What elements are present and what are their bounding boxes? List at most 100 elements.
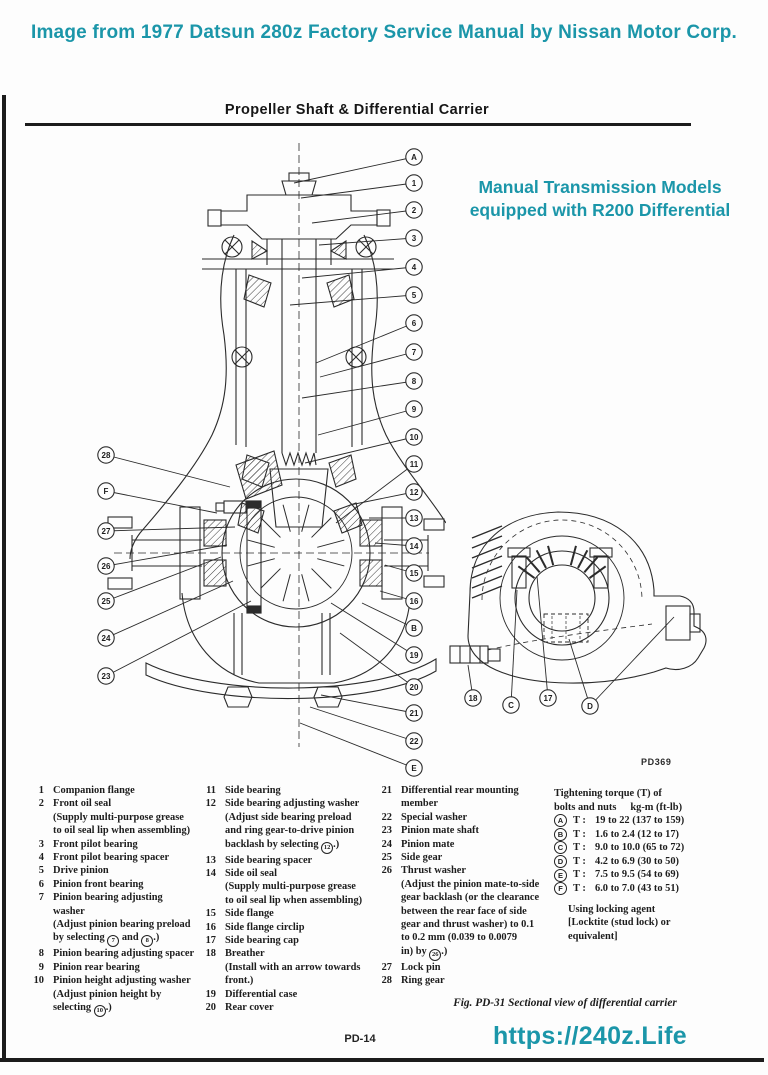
part-name-line: Ring gear xyxy=(401,975,445,987)
part-name-line: Pinion rear bearing xyxy=(53,961,140,973)
callout-label: 26 xyxy=(102,562,111,571)
torque-value: 1.6 to 2.4 (12 to 17) xyxy=(595,828,679,840)
part-name-line: Pinion bearing adjusting xyxy=(53,892,163,904)
page-border-bottom xyxy=(0,1058,764,1062)
callout-label: 7 xyxy=(412,348,417,357)
part-number: 6 xyxy=(38,878,44,890)
callout-circle xyxy=(405,732,423,750)
torque-value: 6.0 to 7.0 (43 to 51) xyxy=(595,883,679,895)
callout-circle xyxy=(97,592,115,610)
callout-circle xyxy=(97,667,115,685)
torque-heading-1: Tightening torque (T) of xyxy=(554,788,662,799)
part-number: 22 xyxy=(381,811,392,823)
callout-circle xyxy=(97,629,115,647)
callout-circle xyxy=(502,696,520,714)
part-number: 4 xyxy=(38,852,44,864)
part-name-line: selecting 10.) xyxy=(53,1001,191,1018)
bevel-gear-teeth xyxy=(517,545,607,579)
part-name-line: washer xyxy=(53,905,85,917)
detail-linework xyxy=(449,511,707,684)
callout-label: 6 xyxy=(412,319,417,328)
callout-label: 5 xyxy=(412,291,417,300)
callout-circle xyxy=(405,678,423,696)
callout-label: 18 xyxy=(469,694,478,703)
callout-circle xyxy=(405,619,423,637)
torque-heading-2: bolts and nuts kg-m (ft-lb) xyxy=(554,801,683,813)
part-name-line: Side bearing cap xyxy=(225,935,299,947)
part-number: 27 xyxy=(381,961,392,973)
part-name-line: Front oil seal xyxy=(53,798,112,810)
callout-label: D xyxy=(587,702,593,711)
callout-label: 13 xyxy=(410,514,419,523)
parts-list-item: 4 Front pilot bearing spacer xyxy=(26,851,202,864)
callout-label: 2 xyxy=(412,206,417,215)
figure-caption: Fig. PD-31 Sectional view of differentia… xyxy=(453,997,677,1009)
callout-label: 11 xyxy=(410,460,419,469)
part-number: 23 xyxy=(381,825,392,837)
callout-label: 3 xyxy=(412,234,417,243)
part-number: 12 xyxy=(205,798,216,810)
callout-label: 23 xyxy=(102,672,111,681)
part-name-line: (Supply multi-purpose grease xyxy=(53,811,184,823)
part-name-line: Companion flange xyxy=(53,785,135,796)
callout-circle xyxy=(539,689,557,707)
circled-letter: B xyxy=(554,827,567,841)
part-number: 13 xyxy=(205,854,216,866)
callout-label: 17 xyxy=(544,694,553,703)
part-number: 17 xyxy=(205,935,216,947)
callout-label: 16 xyxy=(410,597,419,606)
part-name-line: (Adjust the pinion mate-to-side xyxy=(401,878,540,890)
part-number: 19 xyxy=(205,988,216,1000)
part-number: 26 xyxy=(381,865,392,877)
callout-label: 15 xyxy=(410,569,419,578)
part-name-line: Pinion mate shaft xyxy=(401,825,479,837)
callout-label: A xyxy=(411,153,417,162)
torque-spec-box: Tightening torque (T) of bolts and nuts … xyxy=(554,787,762,943)
diagram-linework xyxy=(107,143,446,747)
site-watermark[interactable]: https://240z.Life xyxy=(492,1022,688,1050)
callout-circle xyxy=(97,522,115,540)
parts-list-item: 17 Side bearing cap xyxy=(198,934,376,947)
part-name-line: Differential rear mounting xyxy=(401,785,519,796)
part-name-line: Side flange circlip xyxy=(225,921,305,933)
callout-circle xyxy=(405,343,423,361)
part-name-line: Side bearing xyxy=(225,785,281,796)
callout-label: 12 xyxy=(410,488,419,497)
part-name-line: Pinion height adjusting washer xyxy=(53,975,191,987)
circled-number-ref: 26 xyxy=(429,948,442,961)
torque-symbol: T : xyxy=(573,883,586,895)
callout-label: C xyxy=(508,701,514,710)
torque-symbol: T : xyxy=(573,855,586,867)
circled-number-ref: 12 xyxy=(321,841,334,854)
part-name-line: Side flange xyxy=(225,908,274,920)
callout-circle xyxy=(405,400,423,418)
part-name-line: Thrust washer xyxy=(401,865,466,877)
callout-label: E xyxy=(411,764,417,773)
callout-label: 25 xyxy=(102,597,111,606)
part-name-line: Side bearing spacer xyxy=(225,854,313,866)
torque-value: 9.0 to 10.0 (65 to 72) xyxy=(595,842,685,854)
ring-gear-helix xyxy=(471,525,503,599)
part-name-line: Front pilot bearing spacer xyxy=(53,852,170,864)
part-name-line: Drive pinion xyxy=(53,865,109,877)
callout-circle xyxy=(97,482,115,500)
callout-label: 20 xyxy=(410,683,419,692)
part-name-line: Rear cover xyxy=(225,1002,274,1014)
circled-letter: D xyxy=(554,855,567,869)
part-name-line: to 0.2 mm (0.039 to 0.0079 xyxy=(401,932,518,944)
part-name-line: Breather xyxy=(225,948,265,960)
